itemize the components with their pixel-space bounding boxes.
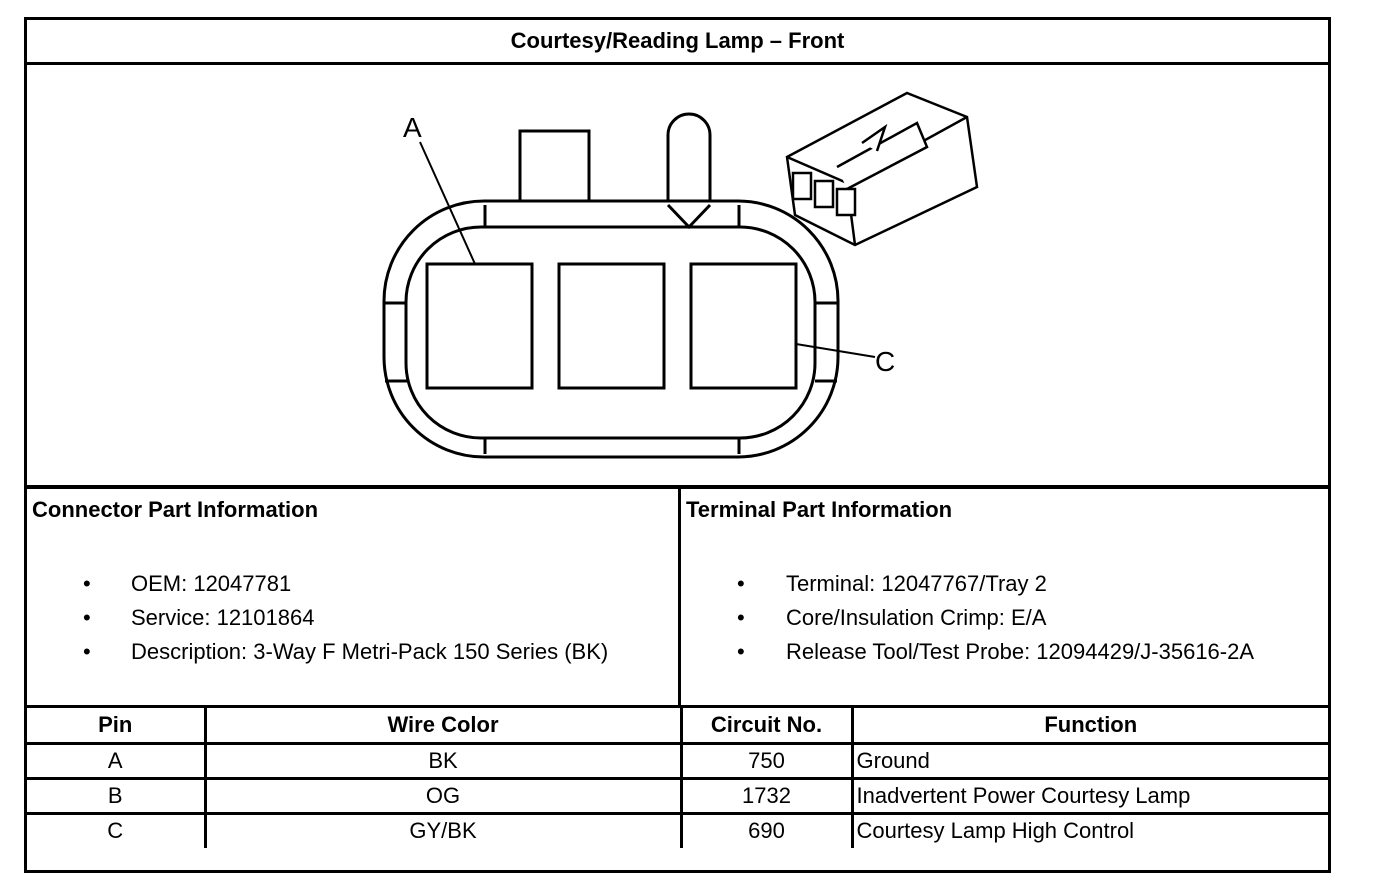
connector-oem: OEM: 12047781 bbox=[131, 571, 292, 596]
cell-wire-color: GY/BK bbox=[203, 811, 683, 848]
terminal-part-list: • Terminal: 12047767/Tray 2 • Core/Insul… bbox=[681, 567, 1331, 669]
cell-wire-color: BK bbox=[203, 741, 683, 780]
terminal-number: Terminal: 12047767/Tray 2 bbox=[786, 571, 1047, 596]
cell-function: Courtesy Lamp High Control bbox=[850, 811, 1328, 848]
terminal-part-heading: Terminal Part Information bbox=[686, 497, 953, 522]
terminal-part-info: Terminal Part Information • Terminal: 12… bbox=[681, 489, 1331, 705]
connector-part-heading: Connector Part Information bbox=[32, 497, 319, 522]
list-item: • OEM: 12047781 bbox=[27, 567, 678, 601]
header-pin: Pin bbox=[27, 708, 207, 745]
bullet-icon: • bbox=[737, 605, 745, 630]
terminal-release-tool: Release Tool/Test Probe: 12094429/J-3561… bbox=[786, 639, 1255, 664]
cell-circuit-no: 690 bbox=[679, 811, 854, 848]
page-title: Courtesy/Reading Lamp – Front bbox=[27, 20, 1328, 65]
pin-c-cavity bbox=[689, 262, 798, 390]
cell-circuit-no: 750 bbox=[679, 741, 854, 780]
table-row: A BK 750 Ground bbox=[27, 741, 1328, 780]
bullet-icon: • bbox=[83, 605, 91, 630]
pin-a-label: A bbox=[403, 112, 422, 143]
table-row: C GY/BK 690 Courtesy Lamp High Control bbox=[27, 811, 1328, 848]
bullet-icon: • bbox=[83, 639, 91, 664]
bullet-icon: • bbox=[737, 639, 745, 664]
list-item: • Core/Insulation Crimp: E/A bbox=[681, 601, 1331, 635]
connector-part-list: • OEM: 12047781 • Service: 12101864 • De… bbox=[27, 567, 678, 669]
cell-function: Ground bbox=[850, 741, 1328, 780]
pin-b-cavity bbox=[557, 262, 666, 390]
connector-sheet: Courtesy/Reading Lamp – Front bbox=[24, 17, 1331, 873]
cell-pin: B bbox=[27, 776, 207, 815]
cell-function: Inadvertent Power Courtesy Lamp bbox=[850, 776, 1328, 815]
cell-circuit-no: 1732 bbox=[679, 776, 854, 815]
pin-table: Pin Wire Color Circuit No. Function A BK… bbox=[27, 708, 1328, 848]
pin-a-cavity bbox=[425, 262, 534, 390]
list-item: • Release Tool/Test Probe: 12094429/J-35… bbox=[681, 635, 1331, 669]
cell-wire-color: OG bbox=[203, 776, 683, 815]
header-function: Function bbox=[850, 708, 1328, 745]
table-header-row: Pin Wire Color Circuit No. Function bbox=[27, 708, 1328, 745]
header-circuit-no: Circuit No. bbox=[679, 708, 854, 745]
header-wire-color: Wire Color bbox=[203, 708, 683, 745]
connector-face-drawing: A C bbox=[382, 91, 979, 459]
connector-service: Service: 12101864 bbox=[131, 605, 315, 630]
bullet-icon: • bbox=[83, 571, 91, 596]
part-information-row: Connector Part Information • OEM: 120477… bbox=[27, 489, 1328, 708]
cell-pin: A bbox=[27, 741, 207, 780]
bullet-icon: • bbox=[737, 571, 745, 596]
connector-part-info: Connector Part Information • OEM: 120477… bbox=[27, 489, 681, 705]
list-item: • Service: 12101864 bbox=[27, 601, 678, 635]
table-row: B OG 1732 Inadvertent Power Courtesy Lam… bbox=[27, 776, 1328, 815]
list-item: • Description: 3-Way F Metri-Pack 150 Se… bbox=[27, 635, 678, 669]
list-item: • Terminal: 12047767/Tray 2 bbox=[681, 567, 1331, 601]
connector-diagram: A C bbox=[27, 65, 1328, 489]
pin-c-label: C bbox=[875, 346, 895, 377]
cell-pin: C bbox=[27, 811, 207, 848]
terminal-crimp: Core/Insulation Crimp: E/A bbox=[786, 605, 1047, 630]
connector-description: Description: 3-Way F Metri-Pack 150 Seri… bbox=[131, 639, 609, 664]
